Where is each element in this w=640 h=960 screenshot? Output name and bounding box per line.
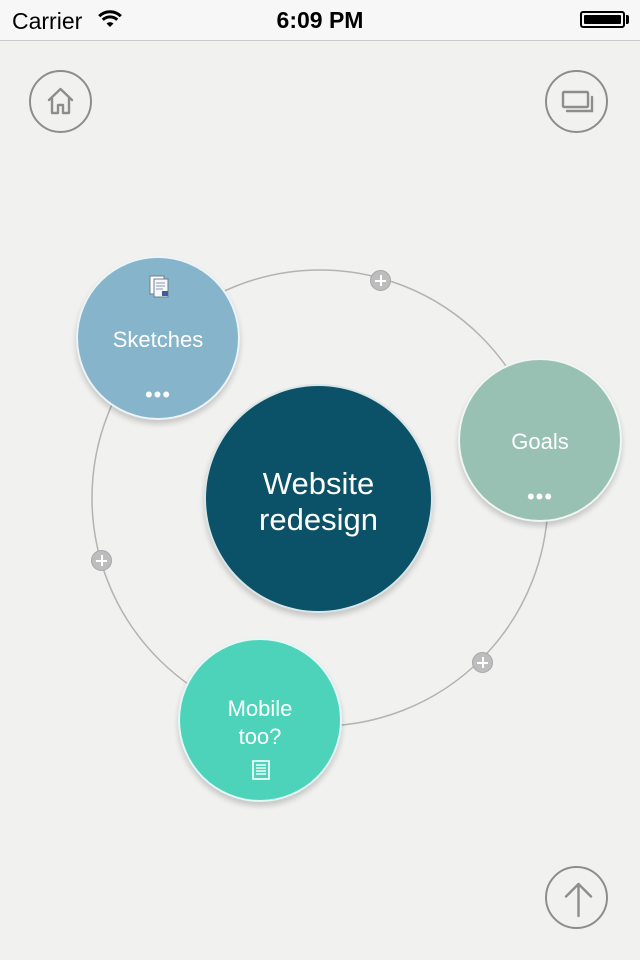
sketches-more-icon[interactable]: •••	[144, 382, 172, 407]
central-topic-label: Website redesign	[206, 466, 431, 538]
mobile-label-line1: Mobile	[227, 696, 293, 721]
battery-fill	[584, 15, 621, 24]
central-topic-line1: Website	[262, 466, 375, 501]
home-icon	[47, 87, 74, 115]
stack-button[interactable]	[545, 70, 608, 133]
document-thumbnail-icon	[149, 275, 169, 298]
up-arrow-icon	[564, 882, 593, 918]
central-topic-node[interactable]: Website redesign	[204, 384, 433, 613]
battery-icon	[580, 11, 625, 28]
mobile-label-line2: too?	[238, 724, 282, 749]
stacked-windows-icon	[561, 90, 594, 113]
goals-label: Goals	[511, 429, 569, 454]
central-topic-line2: redesign	[259, 502, 378, 537]
add-node-button-bottom[interactable]	[472, 652, 493, 673]
scroll-up-button[interactable]	[545, 866, 608, 929]
goals-node[interactable]: Goals •••	[458, 358, 622, 522]
battery-cap	[626, 15, 629, 24]
goals-more-icon[interactable]: •••	[526, 484, 554, 509]
add-node-button-top[interactable]	[370, 270, 391, 291]
note-icon	[252, 760, 270, 780]
mobile-label: Mobile too?	[180, 695, 340, 751]
sketches-label: Sketches	[112, 327, 204, 352]
status-bar: Carrier 6:09 PM	[0, 0, 640, 41]
mobile-node[interactable]: Mobile too?	[178, 638, 342, 802]
sketches-node[interactable]: Sketches •••	[76, 256, 240, 420]
carrier-label: Carrier	[12, 8, 83, 34]
add-node-button-left[interactable]	[91, 550, 112, 571]
home-button[interactable]	[29, 70, 92, 133]
clock: 6:09 PM	[276, 7, 364, 33]
wifi-icon	[97, 9, 123, 34]
